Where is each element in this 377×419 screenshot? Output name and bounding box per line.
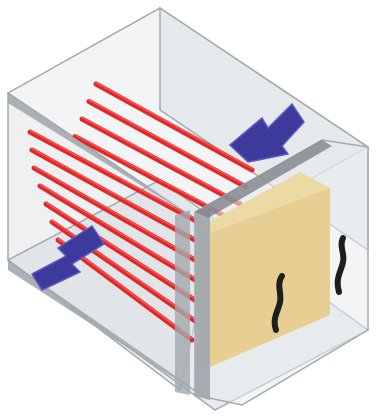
frame-post-middle	[175, 210, 190, 395]
front-door-frame-left	[195, 207, 210, 400]
